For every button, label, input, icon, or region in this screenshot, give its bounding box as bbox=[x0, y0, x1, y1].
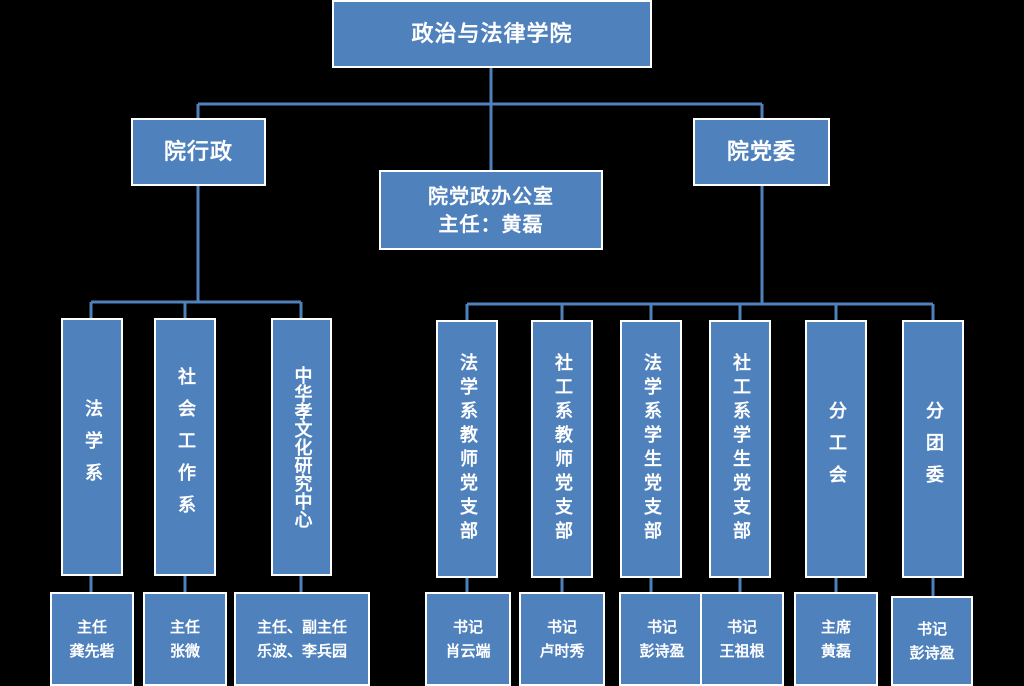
office-node: 院党政办公室 主任：黄磊 bbox=[379, 170, 603, 250]
leader-role: 书记 bbox=[646, 618, 677, 636]
party-committee-node: 院党委 bbox=[693, 118, 830, 186]
leader-role: 书记 bbox=[916, 620, 947, 638]
leader-caption: 主席 黄磊 bbox=[794, 592, 878, 686]
unit-label: 分工会 bbox=[826, 401, 847, 497]
office-director: 主任：黄磊 bbox=[438, 212, 544, 236]
leader-caption: 书记 王祖根 bbox=[700, 592, 784, 686]
unit-label: 社工系教师党支部 bbox=[552, 353, 573, 545]
leader-caption: 主任 张微 bbox=[143, 592, 227, 686]
leader-name: 肖云端 bbox=[445, 642, 491, 660]
leader-name: 乐波、李兵园 bbox=[256, 642, 347, 660]
leader-caption: 主任 龚先砦 bbox=[50, 592, 134, 686]
leader-role: 主席 bbox=[820, 618, 851, 636]
office-title: 院党政办公室 bbox=[428, 184, 554, 208]
party-committee-label: 院党委 bbox=[726, 138, 796, 165]
unit-sw-student-branch: 社工系学生党支部 bbox=[709, 320, 771, 578]
unit-law-dept: 法学系 bbox=[61, 318, 123, 576]
unit-label: 中华孝文化研究中心 bbox=[291, 366, 313, 528]
leader-caption: 书记 彭诗盈 bbox=[619, 592, 705, 686]
leader-caption: 书记 卢时秀 bbox=[519, 592, 605, 686]
leader-name: 彭诗盈 bbox=[909, 644, 955, 662]
unit-law-teacher-branch: 法学系教师党支部 bbox=[436, 320, 498, 578]
unit-label: 法学系教师党支部 bbox=[457, 353, 478, 545]
leader-name: 张微 bbox=[169, 642, 200, 660]
leader-role: 主任 bbox=[169, 618, 200, 636]
unit-label: 社工系学生党支部 bbox=[730, 353, 751, 545]
leader-caption: 主任、副主任 乐波、李兵园 bbox=[234, 592, 370, 686]
root-label: 政治与法律学院 bbox=[411, 20, 573, 47]
unit-filial-culture-center: 中华孝文化研究中心 bbox=[271, 318, 332, 576]
leader-role: 主任、副主任 bbox=[256, 618, 347, 636]
leader-caption: 书记 彭诗盈 bbox=[891, 596, 973, 686]
leader-role: 书记 bbox=[546, 618, 577, 636]
admin-node: 院行政 bbox=[131, 118, 266, 186]
leader-role: 主任 bbox=[76, 618, 107, 636]
leader-name: 卢时秀 bbox=[539, 642, 585, 660]
unit-law-student-branch: 法学系学生党支部 bbox=[620, 320, 682, 578]
leader-name: 黄磊 bbox=[820, 642, 851, 660]
leader-role: 书记 bbox=[726, 618, 757, 636]
admin-label: 院行政 bbox=[163, 138, 233, 165]
unit-label: 法学系 bbox=[82, 399, 103, 495]
unit-label: 分团委 bbox=[923, 401, 944, 497]
unit-youth-league: 分团委 bbox=[902, 320, 964, 578]
unit-label: 法学系学生党支部 bbox=[641, 353, 662, 545]
leader-name: 彭诗盈 bbox=[639, 642, 685, 660]
leader-caption: 书记 肖云端 bbox=[425, 592, 511, 686]
leader-name: 龚先砦 bbox=[69, 642, 115, 660]
unit-label: 社会工作系 bbox=[175, 367, 196, 527]
leader-name: 王祖根 bbox=[719, 642, 765, 660]
root-node: 政治与法律学院 bbox=[332, 0, 652, 68]
unit-labor-union: 分工会 bbox=[805, 320, 867, 578]
unit-sw-teacher-branch: 社工系教师党支部 bbox=[531, 320, 593, 578]
leader-role: 书记 bbox=[452, 618, 483, 636]
unit-social-work-dept: 社会工作系 bbox=[154, 318, 216, 576]
